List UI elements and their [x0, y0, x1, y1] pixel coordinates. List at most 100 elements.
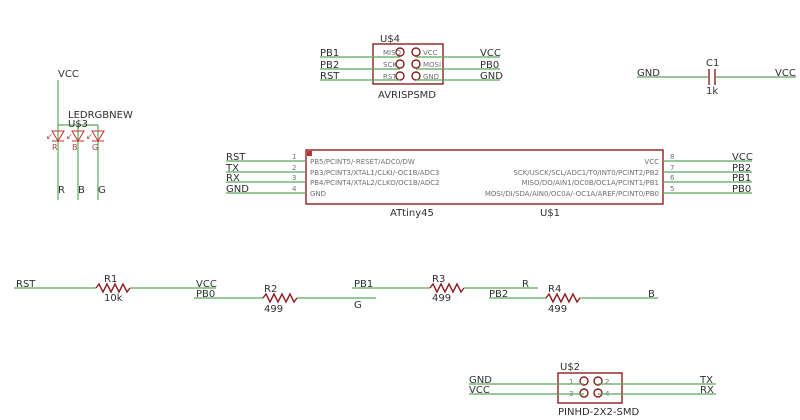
u4-avrisp-header[interactable]: U$4 AVRISPSMD MISO SCK RST VCC MOSI GND	[372, 34, 444, 101]
u2-body	[557, 372, 623, 404]
net-label: RX	[226, 173, 240, 184]
u4-pin-name: RST	[383, 73, 397, 81]
c1-capacitor[interactable]: C1 1k GND VCC	[637, 58, 796, 97]
net-label: VCC	[469, 385, 490, 396]
u4-pin	[411, 59, 421, 69]
net-label: RST	[320, 71, 340, 82]
net-label: VCC	[775, 68, 796, 79]
net-label: TX	[699, 375, 713, 386]
u1-pin-number: 7	[670, 164, 674, 172]
net-label: GND	[637, 68, 660, 79]
r3-zigzag	[429, 282, 465, 294]
r1-zigzag	[95, 282, 131, 294]
led-diode-icon	[51, 130, 65, 142]
u4-pin	[395, 47, 405, 57]
net-label: TX	[225, 163, 239, 174]
net-label: PB1	[354, 279, 373, 290]
u3-pin-letter: G	[92, 143, 98, 152]
u2-pin-number: 1	[569, 378, 573, 386]
u1-pin-number: 5	[670, 185, 674, 193]
u1-pin-name: VCC	[644, 158, 659, 166]
led-diode-icon	[91, 130, 105, 142]
u2-pin	[593, 388, 603, 398]
net-label: VCC	[196, 279, 217, 290]
u3-refdes: U$3	[68, 119, 88, 130]
c1-refdes: C1	[706, 58, 719, 69]
net-label: VCC	[732, 152, 753, 163]
net-label: PB2	[320, 60, 339, 71]
u1-body	[305, 149, 664, 205]
u4-value: AVRISPSMD	[378, 90, 436, 101]
r2-zigzag	[262, 292, 298, 304]
u1-pin-name: SCK/USCK/SCL/ADC1/T0/INT0/PCINT2/PB2	[513, 169, 659, 177]
u2-pin-number: 2	[605, 378, 609, 386]
u4-pin	[411, 71, 421, 81]
net-label: RST	[226, 152, 246, 163]
net-label: VCC	[480, 48, 501, 59]
u4-pin	[411, 47, 421, 57]
u4-refdes: U$4	[380, 34, 400, 45]
led-arrows-icon: ↙	[66, 132, 73, 141]
net-label: PB0	[732, 184, 751, 195]
led-diode-icon	[71, 130, 85, 142]
u3-rgb-led[interactable]: VCC LEDRGBNEW U$3 ↙ ↙ ↙ R B G R B G	[46, 69, 133, 200]
net-label: RST	[16, 279, 36, 290]
net-label: B	[648, 289, 655, 300]
u1-attiny45[interactable]: ATtiny45 U$1 RST TX RX GND 1 2 3 4 PB5/P…	[225, 149, 753, 219]
u1-pin-number: 2	[292, 164, 296, 172]
u1-value: ATtiny45	[390, 208, 434, 219]
u1-pin-number: 8	[670, 153, 674, 161]
net-label: R	[58, 185, 65, 196]
u1-pin-name: PB3/PCINT3/XTAL1/CLKI/-OC1B/ADC3	[310, 169, 439, 177]
u1-pin-name: PB4/PCINT4/XTAL2/CLKO/OC1B/ADC2	[310, 179, 440, 187]
r3-value: 499	[432, 293, 451, 304]
c1-value: 1k	[706, 86, 718, 97]
u1-refdes: U$1	[540, 208, 560, 219]
u2-pin	[579, 388, 589, 398]
u4-pin-name: MOSI	[423, 61, 441, 69]
u1-pin-name: GND	[310, 190, 326, 198]
r1-value: 10k	[104, 293, 123, 304]
net-label: VCC	[58, 69, 79, 80]
net-label: GND	[226, 184, 249, 195]
u2-pin	[593, 376, 603, 386]
r4-value: 499	[548, 304, 567, 315]
r4-resistor[interactable]: R4 499 PB2 B	[489, 284, 658, 315]
u2-value: PINHD-2X2-SMD	[558, 407, 639, 418]
u1-pin-number: 6	[670, 174, 675, 182]
u4-pin-name: SCK	[383, 61, 397, 69]
led-arrows-icon: ↙	[86, 132, 93, 141]
u3-value: LEDRGBNEW	[68, 110, 133, 121]
u3-pin-letter: R	[52, 143, 58, 152]
r1-resistor[interactable]: R1 10k RST VCC	[14, 274, 217, 304]
net-label: GND	[469, 375, 492, 386]
r3-resistor[interactable]: R3 499 PB1 R	[352, 274, 538, 304]
net-label: PB2	[732, 163, 751, 174]
r1-refdes: R1	[104, 274, 117, 285]
r2-refdes: R2	[264, 284, 277, 295]
r4-refdes: R4	[548, 284, 561, 295]
u4-body	[372, 43, 444, 85]
r2-resistor[interactable]: R2 499 PB0 G	[194, 284, 376, 315]
u1-pin-name: MOSI/DI/SDA/AIN0/OC0A/-OC1A/AREF/PCINT0/…	[485, 190, 659, 198]
r3-refdes: R3	[432, 274, 445, 285]
net-label: B	[78, 185, 85, 196]
u1-pin-name: PB5/PCINT5/-RESET/ADC0/DW	[310, 158, 415, 166]
u2-pin-header[interactable]: U$2 PINHD-2X2-SMD 1 2 3 4	[557, 362, 639, 418]
u1-pin1-marker	[307, 151, 312, 156]
net-label: G	[98, 185, 106, 196]
net-label: PB1	[320, 48, 339, 59]
u1-pin-number: 3	[292, 174, 296, 182]
net-label: PB0	[196, 289, 215, 300]
u1-pin-name: MISO/DO/AIN1/OC0B/OC1A/PCINT1/PB1	[521, 179, 659, 187]
net-label: PB1	[732, 173, 751, 184]
u3-pin-letter: B	[72, 143, 78, 152]
u4-pin	[395, 71, 405, 81]
u2-pin	[579, 376, 589, 386]
u2-refdes: U$2	[560, 362, 580, 373]
net-label: PB2	[489, 289, 508, 300]
net-label: RX	[700, 385, 714, 396]
u1-pin-number: 1	[292, 153, 296, 161]
